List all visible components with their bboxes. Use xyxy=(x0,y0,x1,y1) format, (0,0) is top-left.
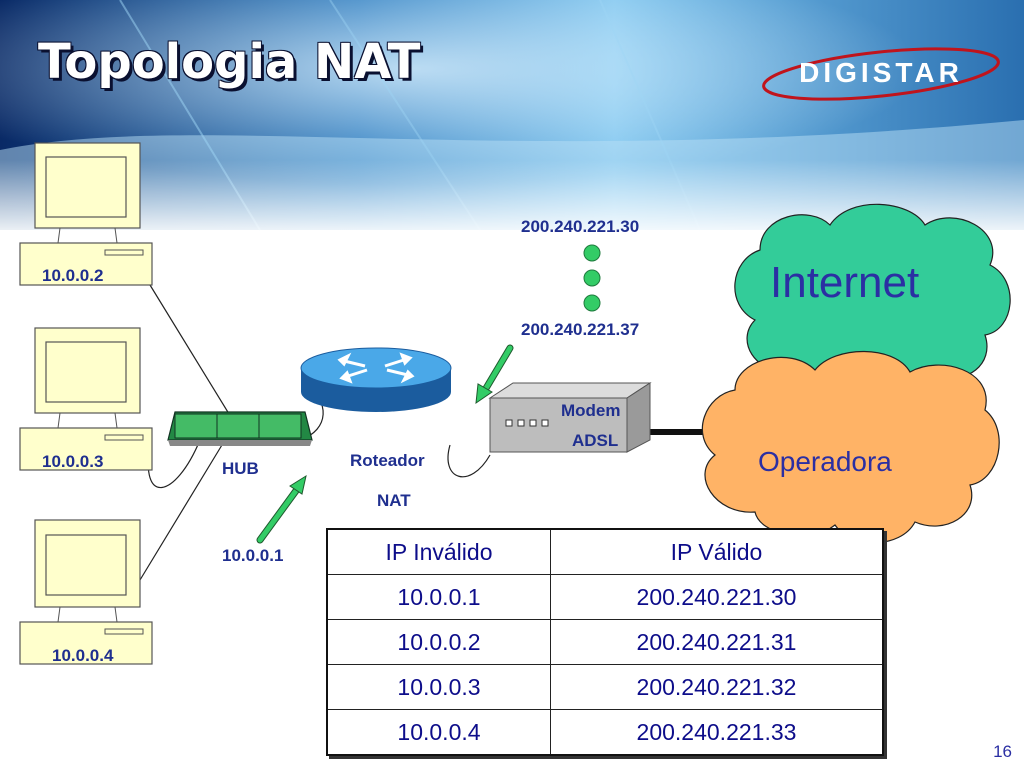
cable-pc3-hub xyxy=(139,439,226,581)
valid-ip-cell: 200.240.221.33 xyxy=(550,709,884,756)
modem-adsl-label: ADSL xyxy=(572,431,619,450)
router-ip-label: 10.0.0.1 xyxy=(222,546,284,565)
pc-1 xyxy=(19,142,153,286)
valid-ip-cell: 200.240.221.32 xyxy=(550,664,884,710)
table-row: 10.0.0.4 200.240.221.33 xyxy=(326,709,884,756)
valid-ip-last: 200.240.221.37 xyxy=(521,320,640,339)
operator-cloud xyxy=(701,350,1000,544)
invalid-ip-cell: 10.0.0.2 xyxy=(326,619,551,665)
pc-2-ip-label: 10.0.0.3 xyxy=(42,452,104,471)
invalid-ip-cell: 10.0.0.3 xyxy=(326,664,551,710)
nat-table: IP Inválido IP Válido 10.0.0.1 200.240.2… xyxy=(326,528,884,756)
internet-label: Internet xyxy=(770,258,920,307)
ip-range-dot xyxy=(583,294,601,312)
invalid-ip-cell: 10.0.0.4 xyxy=(326,709,551,756)
arrow-to-modem xyxy=(475,344,514,405)
valid-ip-cell: 200.240.221.31 xyxy=(550,619,884,665)
router-nat-label: NAT xyxy=(377,491,411,510)
router-label: Roteador xyxy=(350,451,425,470)
cable-pc2-hub xyxy=(147,439,201,489)
header-invalid-ip: IP Inválido xyxy=(326,528,551,575)
table-row: 10.0.0.3 200.240.221.32 xyxy=(326,664,884,710)
header-valid-ip: IP Válido xyxy=(550,528,884,575)
pc-3-ip-label: 10.0.0.4 xyxy=(52,646,114,665)
valid-ip-cell: 200.240.221.30 xyxy=(550,574,884,620)
pc-3 xyxy=(19,519,153,665)
hub-device xyxy=(167,411,313,446)
table-header-row: IP Inválido IP Válido xyxy=(326,528,884,575)
operator-label: Operadora xyxy=(758,446,892,477)
logo-text: DIGISTAR xyxy=(799,57,963,88)
ip-range-dot xyxy=(583,244,601,262)
modem-device xyxy=(488,382,652,453)
table-row: 10.0.0.2 200.240.221.31 xyxy=(326,619,884,665)
router-device xyxy=(300,347,452,412)
table-row: 10.0.0.1 200.240.221.30 xyxy=(326,574,884,620)
internet-cloud xyxy=(734,203,1011,395)
invalid-ip-cell: 10.0.0.1 xyxy=(326,574,551,620)
modem-label: Modem xyxy=(561,401,621,420)
page-number: 16 xyxy=(993,742,1012,761)
valid-ip-first: 200.240.221.30 xyxy=(521,217,640,236)
slide-title: Topologia NAT xyxy=(38,34,421,90)
pc-1-ip-label: 10.0.0.2 xyxy=(42,266,104,285)
ip-range-dot xyxy=(583,269,601,287)
pc-2 xyxy=(19,327,153,471)
digistar-logo: DIGISTAR xyxy=(762,47,1000,101)
cable-router-modem xyxy=(447,444,491,478)
hub-label: HUB xyxy=(222,459,259,478)
arrow-to-router xyxy=(256,474,307,544)
